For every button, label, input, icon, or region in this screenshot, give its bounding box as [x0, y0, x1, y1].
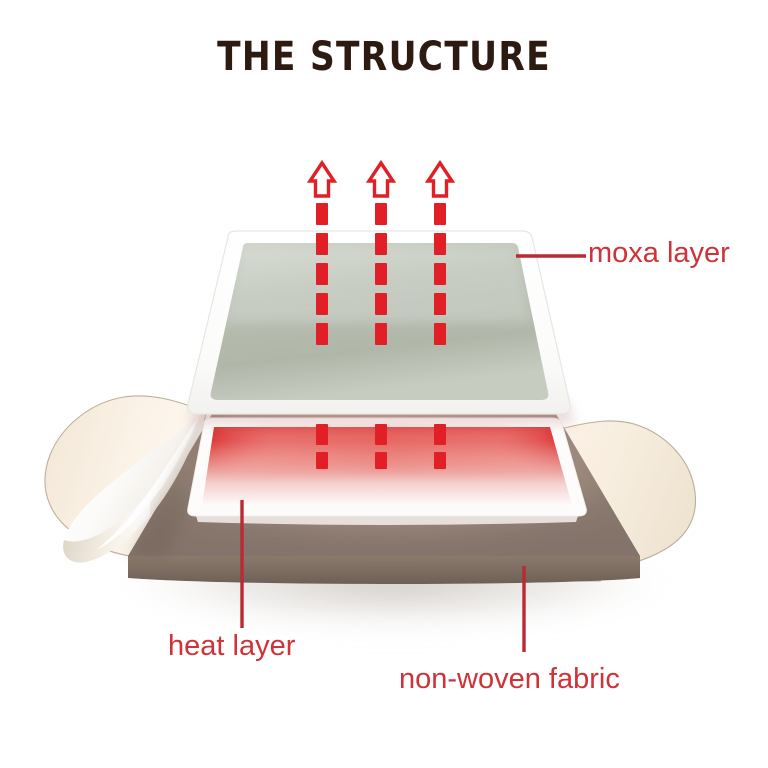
layer-moxa — [187, 230, 576, 424]
page-title: THE STRUCTURE — [217, 34, 551, 80]
heat-plate-edge — [196, 516, 578, 525]
arrowhead-up-icon — [306, 159, 338, 198]
callout-leader-lines — [240, 254, 586, 652]
arrowhead-up-icon — [424, 159, 456, 198]
heat-arrow-3 — [424, 159, 456, 469]
heat-glow-spread — [206, 427, 566, 470]
callout-label-non-woven-fabric: non-woven fabric — [399, 663, 620, 695]
arrow-dashes-upper — [434, 203, 446, 345]
callout-label-heat-layer: heat layer — [168, 630, 296, 662]
callout-label-moxa-layer: moxa layer — [588, 237, 730, 269]
fabric-peel-shade — [63, 492, 150, 563]
heat-arrow-group — [306, 159, 456, 469]
arrow-dashes-lower — [375, 424, 387, 469]
fabric-slab-front — [128, 556, 640, 584]
arrowhead-up-icon — [365, 159, 397, 198]
arrow-dashes-upper — [316, 203, 328, 345]
heat-arrow-1 — [306, 159, 338, 469]
arrow-dashes-lower — [434, 424, 446, 469]
arrow-dashes-lower — [316, 424, 328, 469]
arrow-dashes-upper — [375, 203, 387, 345]
heat-arrow-2 — [365, 159, 397, 469]
